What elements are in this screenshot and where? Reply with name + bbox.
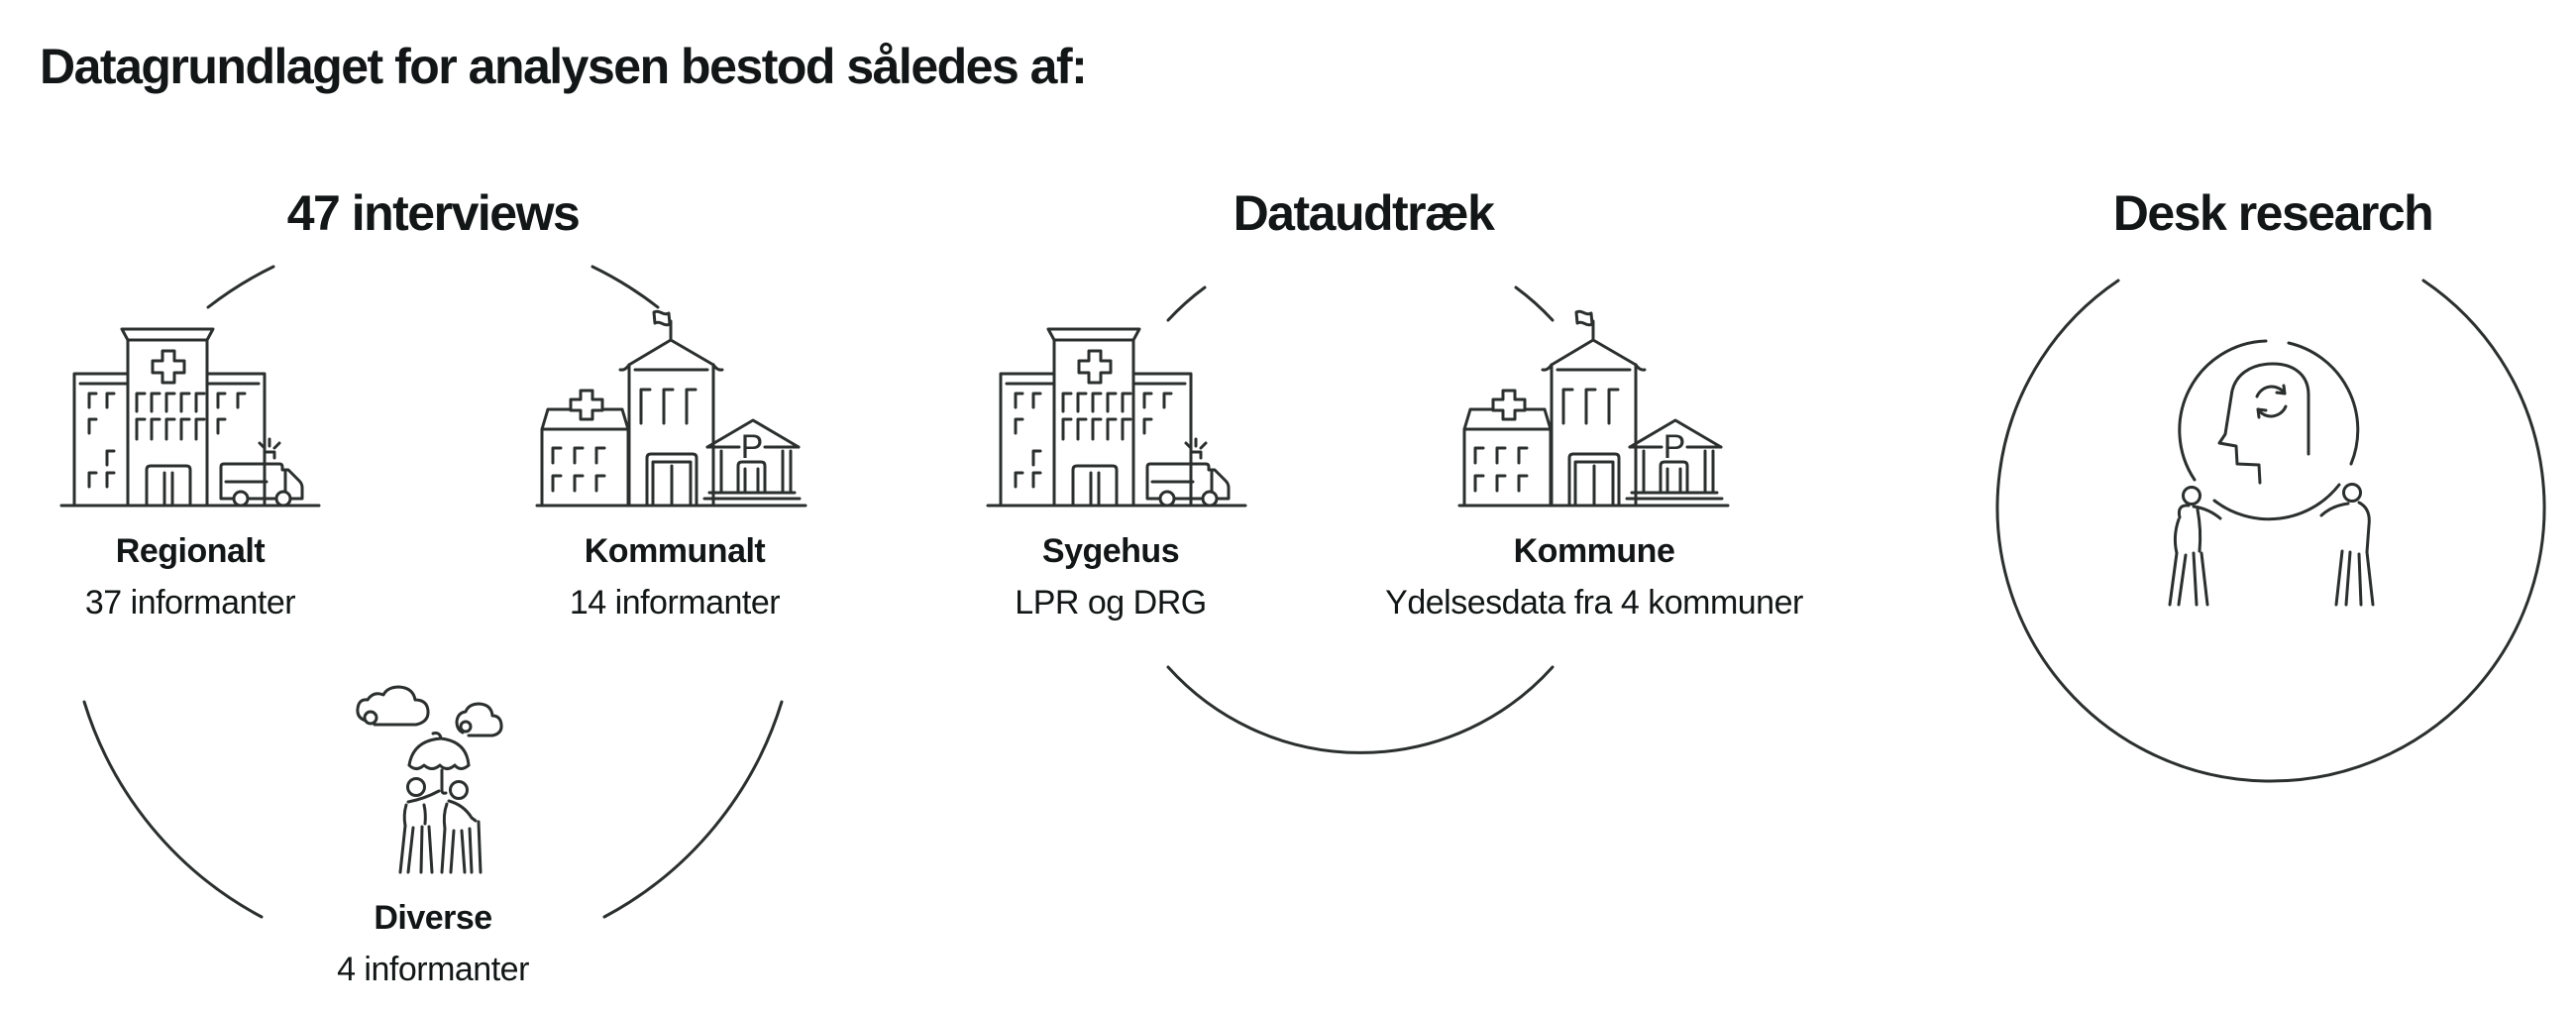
section-heading-desk-research: Desk research	[2112, 185, 2434, 241]
item-label-kommune: Kommune	[1513, 532, 1675, 570]
item-sublabel-sygehus: LPR og DRG	[1015, 584, 1207, 622]
section-heading-interviews: 47 interviews	[286, 185, 581, 241]
hospital-with-ambulance-icon	[59, 327, 321, 508]
item-sublabel-regionalt: 37 informanter	[84, 584, 296, 622]
municipal-buildings-icon	[1457, 309, 1730, 508]
item-sublabel-diverse: 4 informanter	[337, 951, 529, 988]
section-heading-dataudtraek: Dataudtræk	[1233, 185, 1495, 241]
desk-research-circle-arc	[1995, 279, 2546, 783]
item-sublabel-kommunalt: 14 informanter	[569, 584, 781, 622]
hospital-with-ambulance-icon	[986, 327, 1247, 508]
item-label-sygehus: Sygehus	[1041, 532, 1180, 570]
thinking-head-supported-by-people-icon	[2168, 339, 2375, 607]
municipal-buildings-icon	[535, 309, 807, 508]
item-sublabel-kommune: Ydelsesdata fra 4 kommuner	[1385, 584, 1803, 622]
interviews-circle-arcs	[82, 265, 784, 919]
dataudtraek-circle-arcs	[1166, 285, 1555, 754]
people-under-umbrella-icon	[356, 685, 503, 874]
page-title: Datagrundlaget for analysen bestod såled…	[40, 39, 1088, 94]
item-label-regionalt: Regionalt	[115, 532, 266, 570]
item-label-diverse: Diverse	[374, 899, 492, 937]
item-label-kommunalt: Kommunalt	[584, 532, 766, 570]
